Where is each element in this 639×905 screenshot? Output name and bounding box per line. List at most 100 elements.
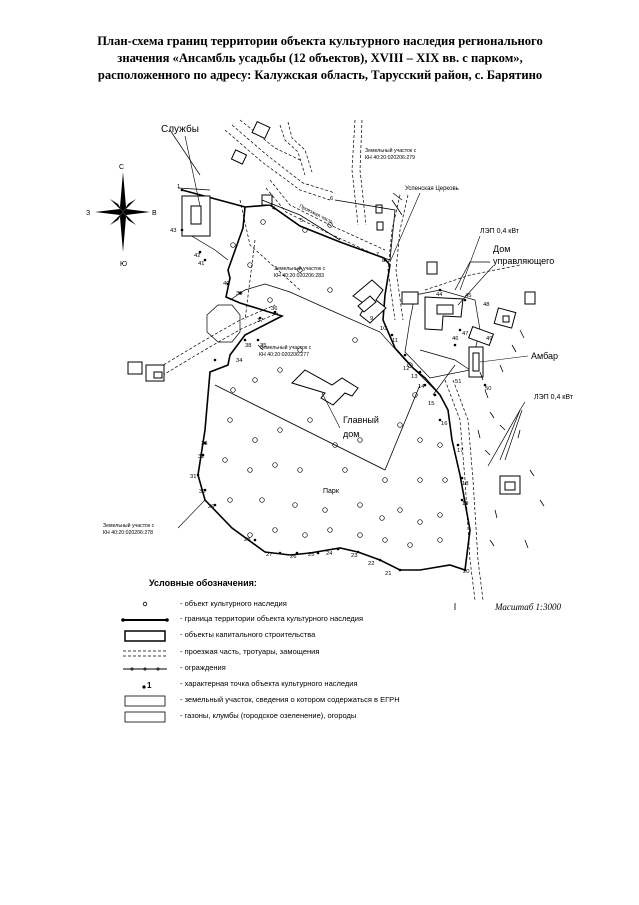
misc-marks (454, 329, 545, 610)
point-label: 27 (266, 552, 272, 558)
point-label: 29 (208, 504, 214, 510)
label-plot-283: Земельный участок с (274, 265, 326, 272)
point-label: 51 (455, 379, 461, 385)
road-dashed-icon (123, 650, 167, 657)
power-lines (169, 129, 526, 467)
point-label: 26 (290, 554, 296, 560)
point-label: 41 (198, 261, 204, 267)
label-plot-279-number: КН 40:20:020206:279 (365, 155, 415, 161)
territory-boundary (181, 189, 471, 572)
point-label: 17 (457, 448, 463, 454)
point-label: 20 (463, 569, 469, 575)
point-label: 12 (403, 366, 409, 372)
legend-item-land-plot: - земельный участок, сведения о котором … (120, 694, 560, 708)
label-plot-277: Земельный участок с (260, 344, 312, 351)
compass-icon: С Ю З В (86, 164, 157, 268)
building-rect-icon (124, 630, 166, 642)
point-label: 24 (326, 551, 333, 557)
legend-item-fences: - ограждения (120, 662, 560, 676)
point-label: 11 (392, 338, 398, 344)
label-manager-house-2: управляющего (493, 256, 554, 266)
label-sluzhby: Службы (161, 123, 199, 135)
point-label: 44 (436, 292, 443, 298)
title-line-3: расположенного по адресу: Калужская обла… (97, 68, 543, 82)
label-plot-278-number: КН 40:20:020206:278 (103, 530, 153, 536)
point-label: 7 (376, 252, 379, 258)
object-point-icon (142, 601, 148, 607)
legend-text: - газоны, клумбы (городское озеленение),… (180, 711, 357, 720)
point-label: 21 (385, 571, 391, 577)
point-label: 4 (272, 206, 276, 212)
map-title: План-схема границ территории объекта кул… (40, 33, 600, 84)
buildings (127, 120, 536, 495)
label-ambar: Амбар (531, 351, 558, 361)
point-label: 36 (271, 306, 277, 312)
title-line-2: значения «Ансамбль усадьбы (12 объектов)… (117, 51, 523, 65)
legend-item-buildings: - объекты капитального строительства (120, 629, 560, 643)
point-label: 50 (485, 386, 491, 392)
point-label: 46 (452, 336, 458, 342)
label-lep-top: ЛЭП 0,4 кВт (480, 228, 520, 235)
point-label: 38 (245, 343, 251, 349)
legend-item-boundary-point: 1 - характерная точка объекта культурног… (120, 678, 560, 692)
fence-line-icon (123, 667, 167, 671)
legend-title: Условные обозначения: (149, 578, 257, 588)
compass-east: В (152, 210, 157, 217)
point-label: 23 (351, 553, 357, 559)
point-label: 6 (330, 196, 333, 202)
legend-text: - характерная точка объекта культурного … (180, 679, 358, 688)
point-label: 5 (300, 218, 303, 224)
label-manager-house: Дом (493, 244, 510, 254)
point-label: 8 (382, 258, 385, 264)
title-line-1: План-схема границ территории объекта кул… (97, 34, 543, 48)
point-label: 43 (170, 228, 176, 234)
legend-text: - граница территории объекта культурного… (180, 614, 364, 623)
label-park: Парк (323, 488, 340, 495)
label-plot-279: Земельный участок с (365, 147, 417, 154)
point-label: 13 (411, 374, 417, 380)
label-plot-278: Земельный участок с (103, 522, 155, 529)
point-label: 10 (380, 326, 386, 332)
map-scale: Масштаб 1:3000 (495, 602, 562, 612)
point-label: 1 (177, 184, 180, 190)
legend-item-boundary: - граница территории объекта культурного… (120, 613, 560, 627)
label-main-house-2: дом (343, 429, 359, 439)
legend-item-lawns: - газоны, клумбы (городское озеленение),… (120, 710, 560, 724)
label-plot-277-number: КН 40:20:020206:277 (259, 352, 309, 358)
legend-text: - объект культурного наследия (180, 599, 287, 608)
point-label: 35 (260, 343, 266, 349)
point-label: 18 (462, 481, 468, 487)
point-label: 9 (370, 316, 373, 322)
point-label: 40 (223, 281, 229, 287)
point-label: 25 (308, 552, 314, 558)
point-label: 34 (236, 358, 243, 364)
point-label: 32 (198, 454, 204, 460)
legend-item-roads: - проезжая часть, тротуары, замощения (120, 646, 560, 660)
point-label: 30 (199, 489, 205, 495)
point-label: 48 (483, 302, 489, 308)
point-label: 47 (462, 331, 468, 337)
main-house (291, 369, 359, 406)
point-label: 14 (418, 384, 425, 390)
boundary-points (180, 188, 487, 572)
legend-text: - земельный участок, сведения о котором … (180, 695, 400, 704)
label-plot-283-number: КН 40:20:020206:283 (274, 273, 324, 279)
point-label: 28 (244, 537, 250, 543)
label-lep-right: ЛЭП 0,4 кВт (534, 394, 574, 401)
label-church: Успенская Церковь (405, 186, 459, 192)
point-labels: 1 43 42 41 40 39 38 37 36 35 34 33 32 31… (170, 184, 492, 577)
land-plot-rect-icon (124, 695, 166, 707)
legend-item-heritage-object: - объект культурного наследия (120, 598, 560, 612)
point-label: 39 (236, 291, 242, 297)
label-main-house: Главный (343, 415, 379, 425)
roads (154, 119, 521, 601)
boundary-line-icon (121, 618, 169, 622)
point-label: 45 (465, 293, 471, 299)
point-label: 42 (194, 253, 200, 259)
legend-text: - проезжая часть, тротуары, замощения (180, 647, 320, 656)
land-plots (177, 187, 421, 471)
label-road: Проезжая часть (298, 203, 334, 225)
point-label: 15 (428, 401, 434, 407)
legend-text: - объекты капитального строительства (180, 630, 316, 639)
